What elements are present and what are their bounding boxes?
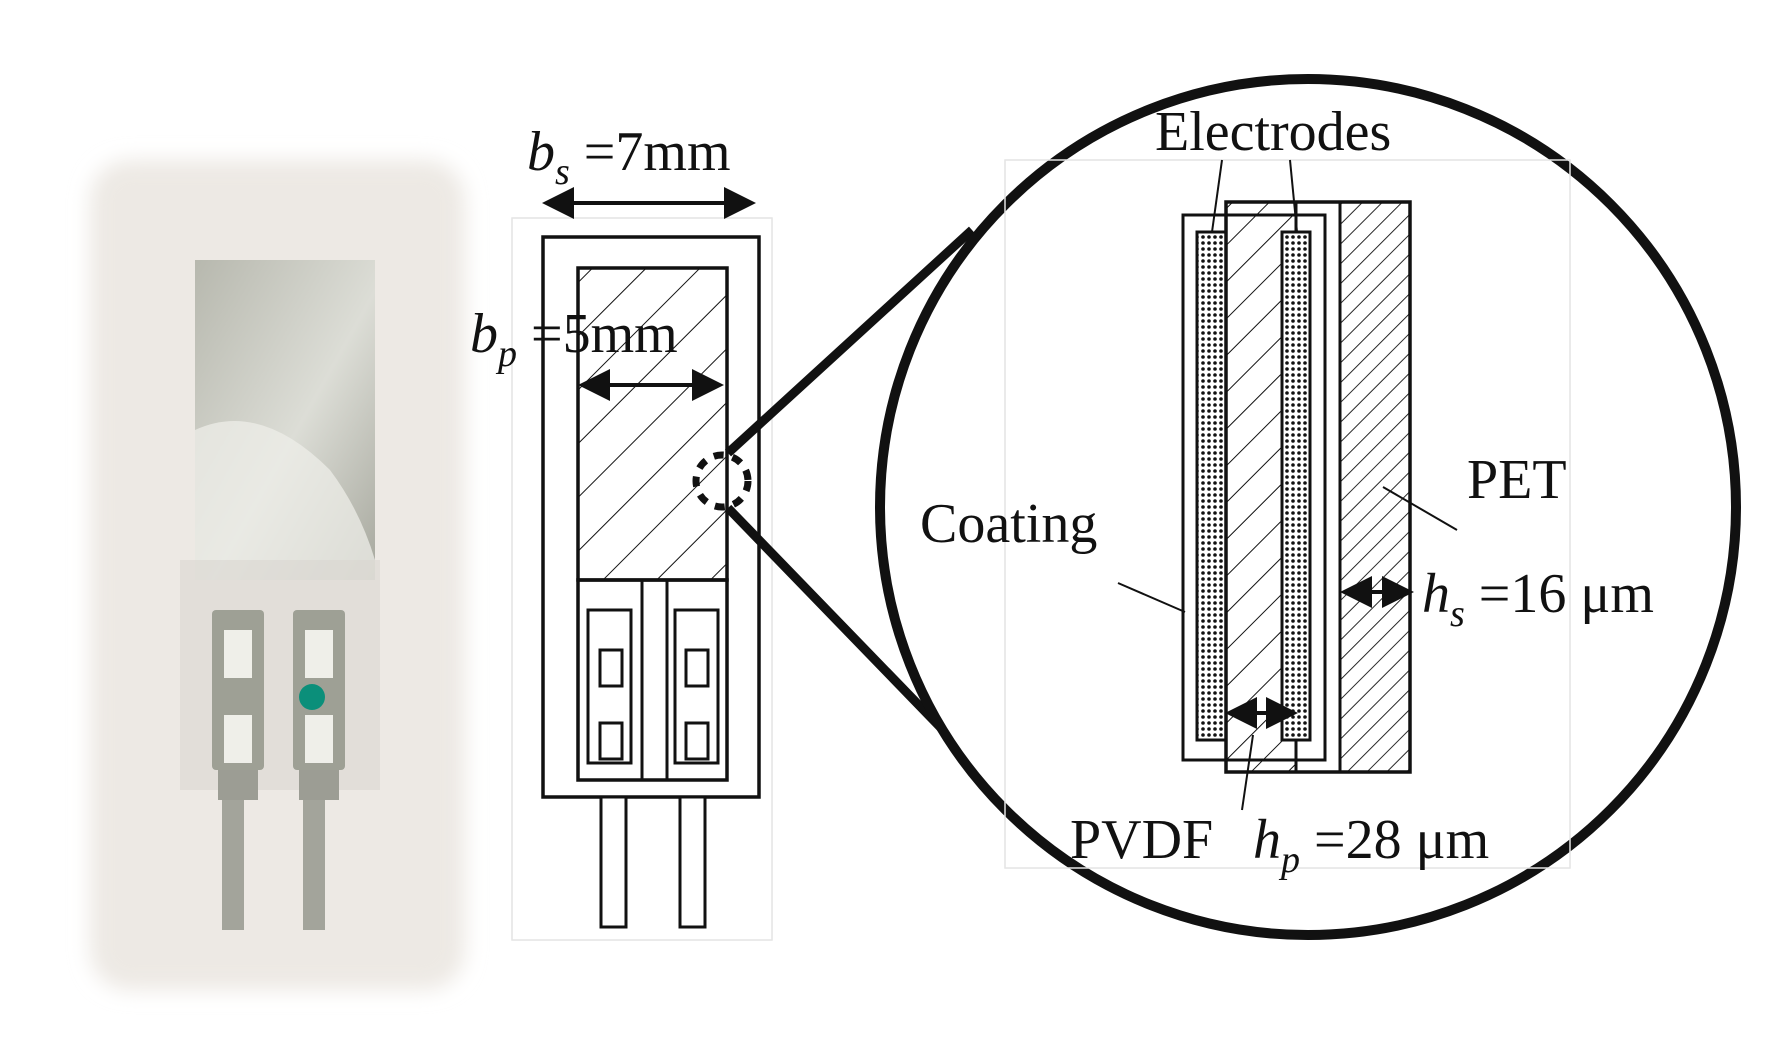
photo-lamination xyxy=(180,560,380,790)
left-tab-hole-bottom xyxy=(598,721,624,761)
sensor-photo xyxy=(90,160,465,990)
right-lead xyxy=(678,795,707,929)
sensor-schematic xyxy=(511,187,773,941)
photo-solder-marker xyxy=(299,684,325,710)
photo-right-tab xyxy=(293,610,345,930)
stack-outline xyxy=(1224,200,1412,774)
pvdf-width-label: bp=5mm xyxy=(470,303,678,375)
width-label: bs=7mm xyxy=(527,121,731,193)
electrodes-leader-left xyxy=(1211,159,1223,233)
coating-leader xyxy=(1117,582,1186,613)
pet-substrate-outline xyxy=(541,235,761,799)
electrode-layer-right xyxy=(1280,230,1312,742)
pet-layer xyxy=(1338,200,1412,774)
electrode-layer-left xyxy=(1195,230,1228,742)
left-tab-hole-top xyxy=(598,648,624,688)
pvdf-label: PVDF xyxy=(1070,809,1213,871)
layer-stack xyxy=(1181,200,1412,774)
pvdf-leader xyxy=(1241,734,1254,811)
right-tab-outline xyxy=(673,608,720,765)
photo-left-tab xyxy=(212,610,264,930)
photo-glare xyxy=(195,421,375,580)
pvdf-thickness-label: hp=28 μm xyxy=(1253,809,1489,881)
leader-lines xyxy=(1117,159,1458,811)
pvdf-film-hatched xyxy=(576,266,729,582)
magnified-spot xyxy=(692,451,752,511)
left-lead xyxy=(599,795,628,929)
pet-thickness-label: hs=16 μm xyxy=(1422,563,1654,635)
right-tab-hole-top xyxy=(684,648,710,688)
cross-section-view xyxy=(875,74,1741,940)
left-tab-outline xyxy=(586,608,633,765)
electrodes-leader-right xyxy=(1289,159,1298,233)
electrode-region xyxy=(576,578,729,782)
pet-leader xyxy=(1382,486,1458,531)
pet-label: PET xyxy=(1467,449,1567,511)
electrodes-label: Electrodes xyxy=(1155,101,1391,163)
right-tab-hole-bottom xyxy=(684,721,710,761)
coating-label: Coating xyxy=(920,493,1097,555)
zoom-line-upper xyxy=(724,226,976,457)
cross-section-frame xyxy=(1004,159,1571,869)
